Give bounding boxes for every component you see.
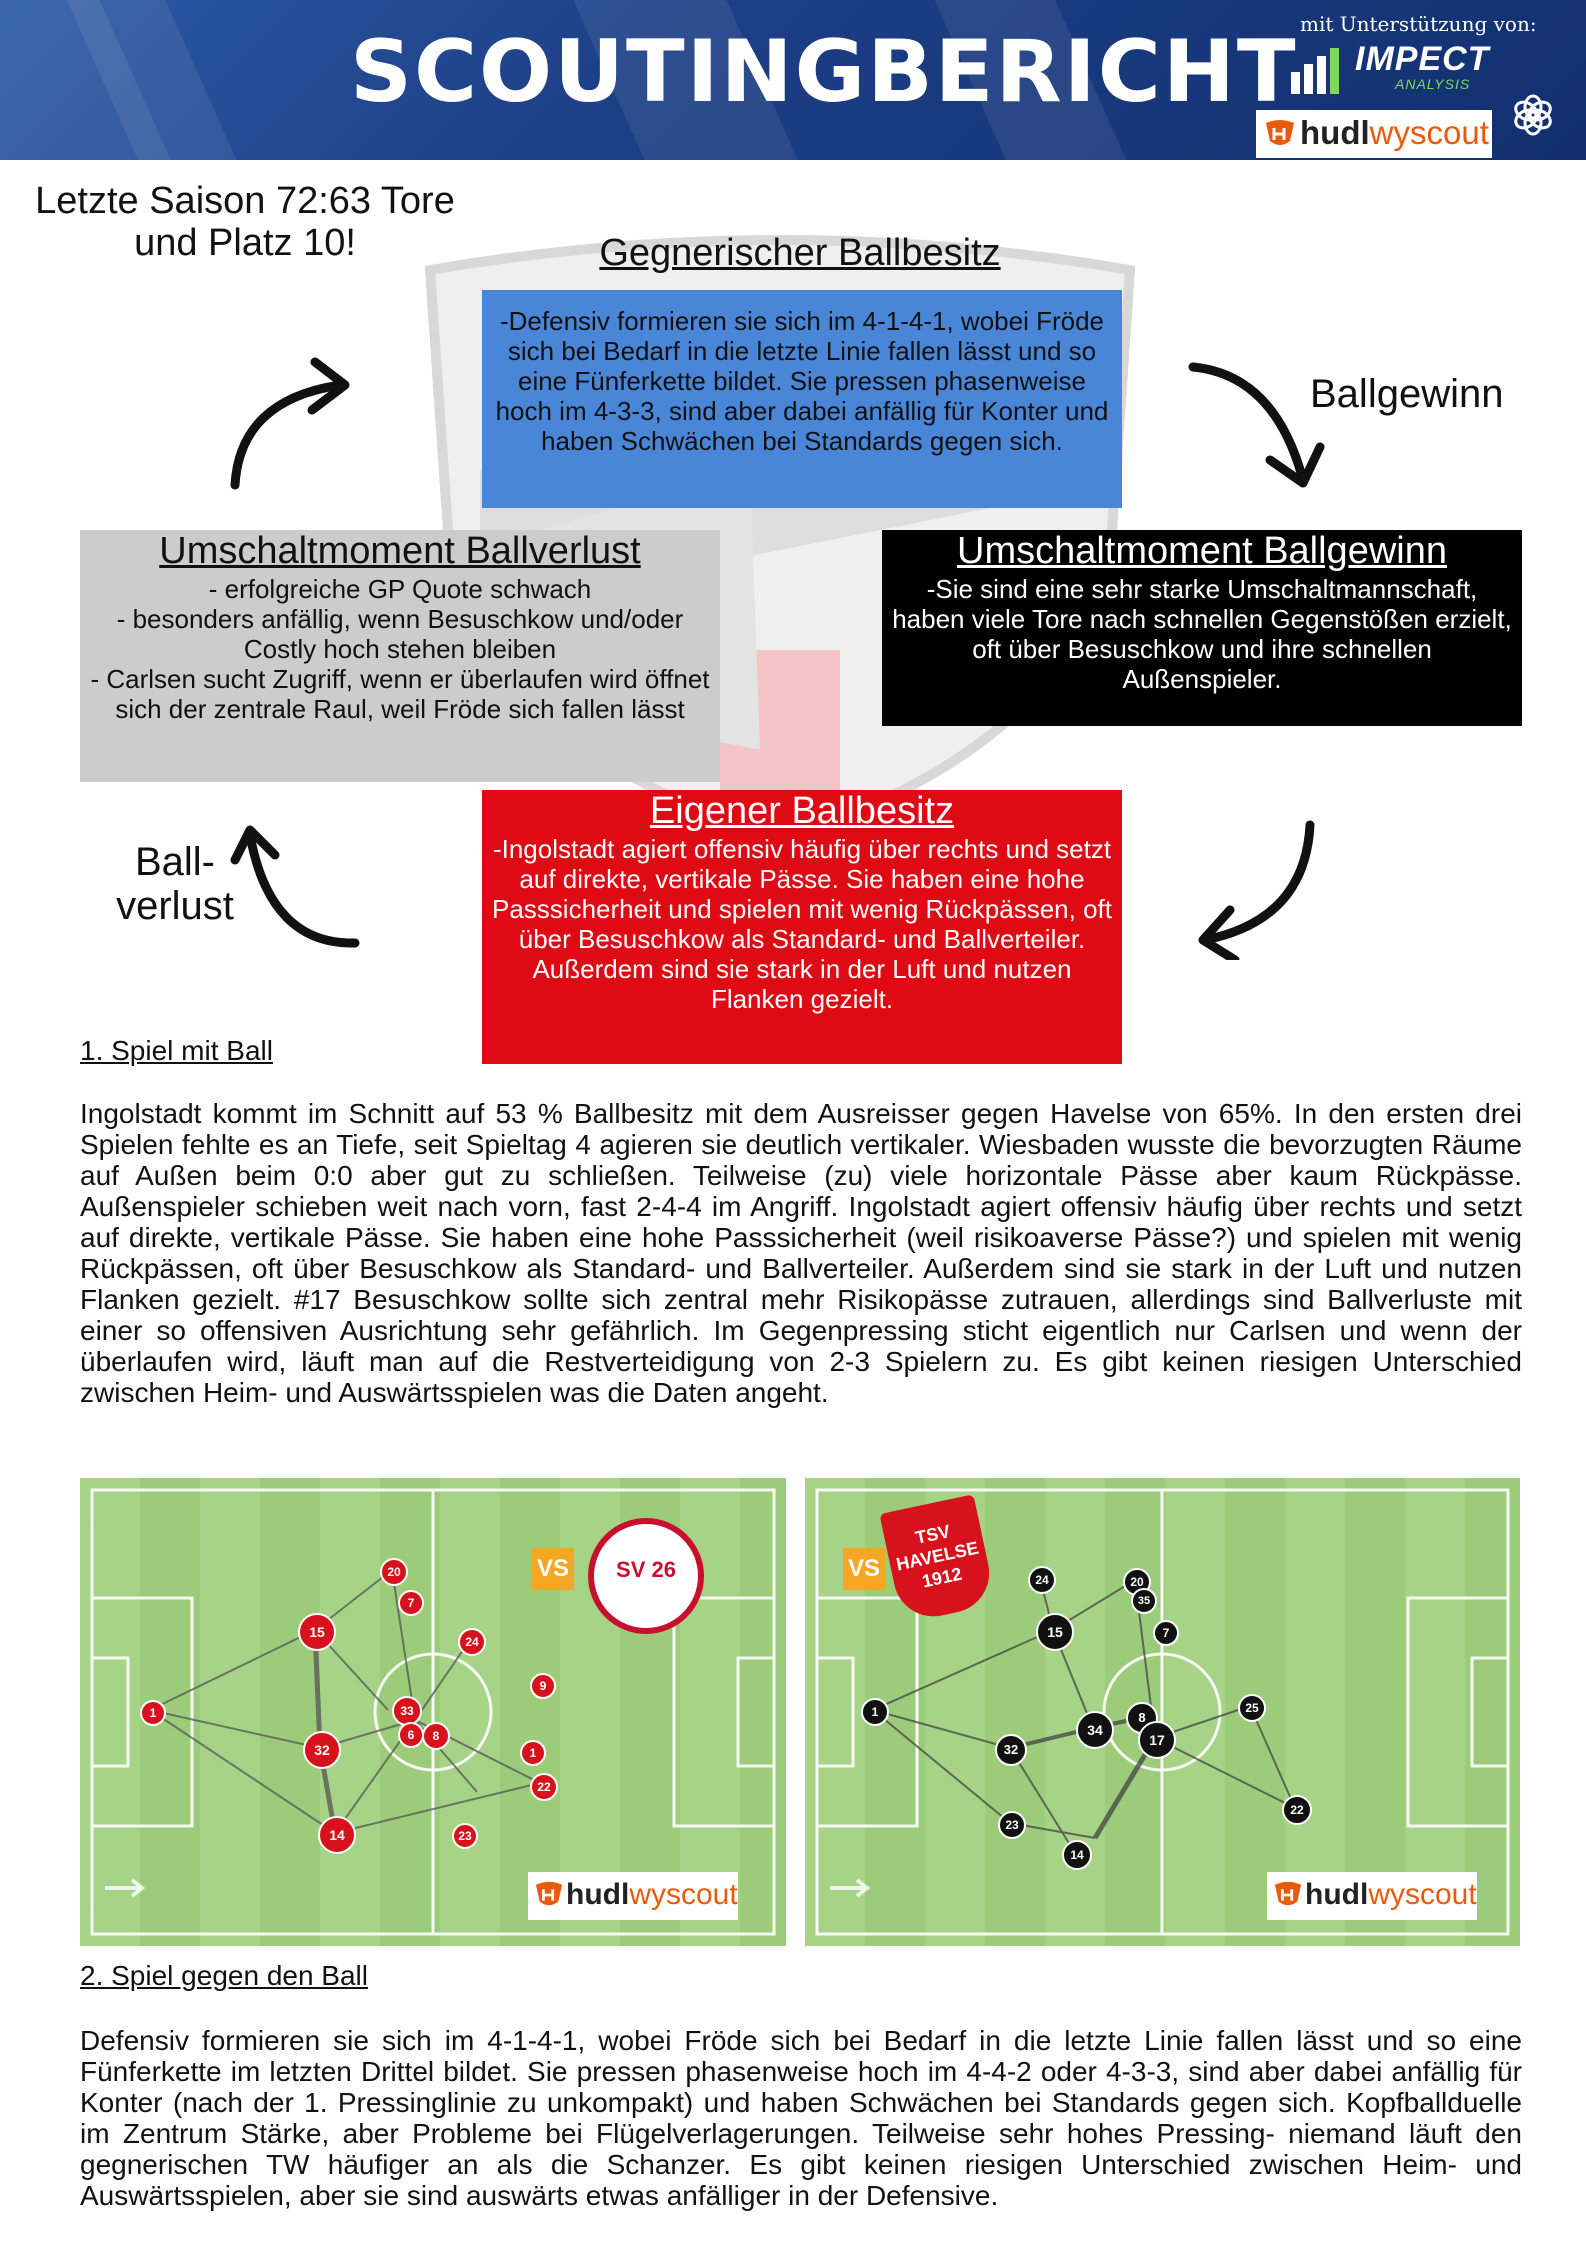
hudl-wyscout-logo: hudlwyscout [528, 1872, 738, 1920]
curved-arrow-up-right-icon [230, 357, 350, 490]
player-node: 20 [380, 1558, 408, 1586]
impect-logo [1291, 48, 1339, 94]
gegner-ballbesitz-text: -Defensiv formieren sie sich im 4-1-4-1,… [495, 306, 1109, 456]
hudl-wyscout-logo: hudlwyscout [1256, 110, 1492, 158]
player-node: 15 [298, 1613, 336, 1651]
season-note: Letzte Saison 72:63 Tore und Platz 10! [35, 180, 455, 264]
player-node: 32 [995, 1734, 1027, 1766]
curved-arrow-up-left-icon [230, 825, 360, 948]
ballgewinn-title: Umschaltmoment Ballgewinn [957, 530, 1447, 572]
impect-subtitle: ANALYSIS [1395, 76, 1471, 92]
impect-name: IMPECT [1355, 40, 1490, 78]
support-text: mit Unterstützung von: [1300, 12, 1537, 36]
hudl-word: hudl [1305, 1878, 1369, 1911]
player-node: 22 [530, 1773, 558, 1801]
pass-network-pitch-wiesbaden: 1 15 20 7 24 9 33 8 32 1 22 14 23 6 VS S… [80, 1478, 786, 1946]
vs-badge: VS [843, 1548, 885, 1590]
ballverlust-title: Umschaltmoment Ballverlust [159, 530, 641, 572]
ballgewinn-box: Umschaltmoment Ballgewinn -Sie sind eine… [882, 530, 1522, 726]
player-node: 24 [1028, 1566, 1056, 1594]
openai-icon [1514, 94, 1552, 136]
player-node: 1 [520, 1740, 546, 1766]
section-spiel-mit-ball-text: Ingolstadt kommt im Schnitt auf 53 % Bal… [80, 1098, 1522, 1408]
player-node: 32 [303, 1731, 341, 1769]
player-node: 23 [998, 1811, 1026, 1839]
player-node: 34 [1076, 1711, 1114, 1749]
player-node: 6 [398, 1722, 424, 1748]
player-node: 24 [458, 1628, 486, 1656]
wyscout-word: wyscout [629, 1878, 738, 1911]
player-node: 22 [1282, 1795, 1312, 1825]
player-node: 14 [1062, 1840, 1092, 1870]
eigener-ballbesitz-text: -Ingolstadt agiert offensiv häufig über … [492, 834, 1112, 1014]
ballgewinn-text: -Sie sind eine sehr starke Umschaltmanns… [892, 574, 1512, 694]
curved-arrow-down-left-icon [1198, 820, 1315, 960]
hudl-shield-icon [1274, 1881, 1302, 1906]
player-node: 7 [1153, 1620, 1179, 1646]
player-node: 23 [452, 1823, 478, 1849]
vs-badge: VS [532, 1548, 574, 1590]
player-node: 1 [140, 1700, 166, 1726]
player-node: 35 [1131, 1588, 1157, 1614]
player-node: 17 [1138, 1721, 1176, 1759]
section-spiel-gegen-ball-title: 2. Spiel gegen den Ball [80, 1960, 368, 1991]
player-node: 7 [398, 1590, 424, 1616]
wyscout-word: wyscout [1368, 1878, 1477, 1911]
section-spiel-mit-ball-title: 1. Spiel mit Ball [80, 1035, 273, 1066]
hudl-shield-icon [535, 1881, 563, 1906]
ballverlust-box: Umschaltmoment Ballverlust - erfolgreich… [80, 530, 720, 782]
player-node: 8 [422, 1722, 450, 1750]
player-node: 1 [861, 1698, 889, 1726]
ballgewinn-label: Ballgewinn [1310, 372, 1504, 416]
player-node: 14 [318, 1816, 356, 1854]
wehen-wiesbaden-badge: SV 26 [588, 1518, 704, 1634]
page-title: SCOUTINGBERICHT [350, 22, 1298, 122]
wyscout-word: wyscout [1369, 114, 1489, 151]
eigener-ballbesitz-title: Eigener Ballbesitz [649, 790, 955, 832]
section-spiel-gegen-ball-text: Defensiv formieren sie sich im 4-1-4-1, … [80, 2025, 1522, 2211]
hudl-word: hudl [1300, 114, 1370, 151]
hudl-word: hudl [566, 1878, 630, 1911]
ballverlust-text: - erfolgreiche GP Quote schwach - besond… [90, 574, 710, 724]
player-node: 9 [530, 1673, 556, 1699]
pass-network-pitch-havelse: 1 24 15 20 35 7 34 8 17 32 25 23 14 22 V… [805, 1478, 1520, 1946]
hudl-shield-icon [1266, 120, 1294, 145]
hudl-wyscout-logo: hudlwyscout [1267, 1872, 1477, 1920]
player-node: 25 [1238, 1694, 1266, 1722]
curved-arrow-down-right-icon [1188, 362, 1325, 488]
gegner-ballbesitz-box: -Defensiv formieren sie sich im 4-1-4-1,… [482, 290, 1122, 508]
ballverlust-label: Ball- verlust [116, 840, 234, 928]
eigener-ballbesitz-box: Eigener Ballbesitz -Ingolstadt agiert of… [482, 790, 1122, 1064]
player-node: 15 [1036, 1613, 1074, 1651]
gegner-ballbesitz-title: Gegnerischer Ballbesitz [599, 232, 1001, 274]
